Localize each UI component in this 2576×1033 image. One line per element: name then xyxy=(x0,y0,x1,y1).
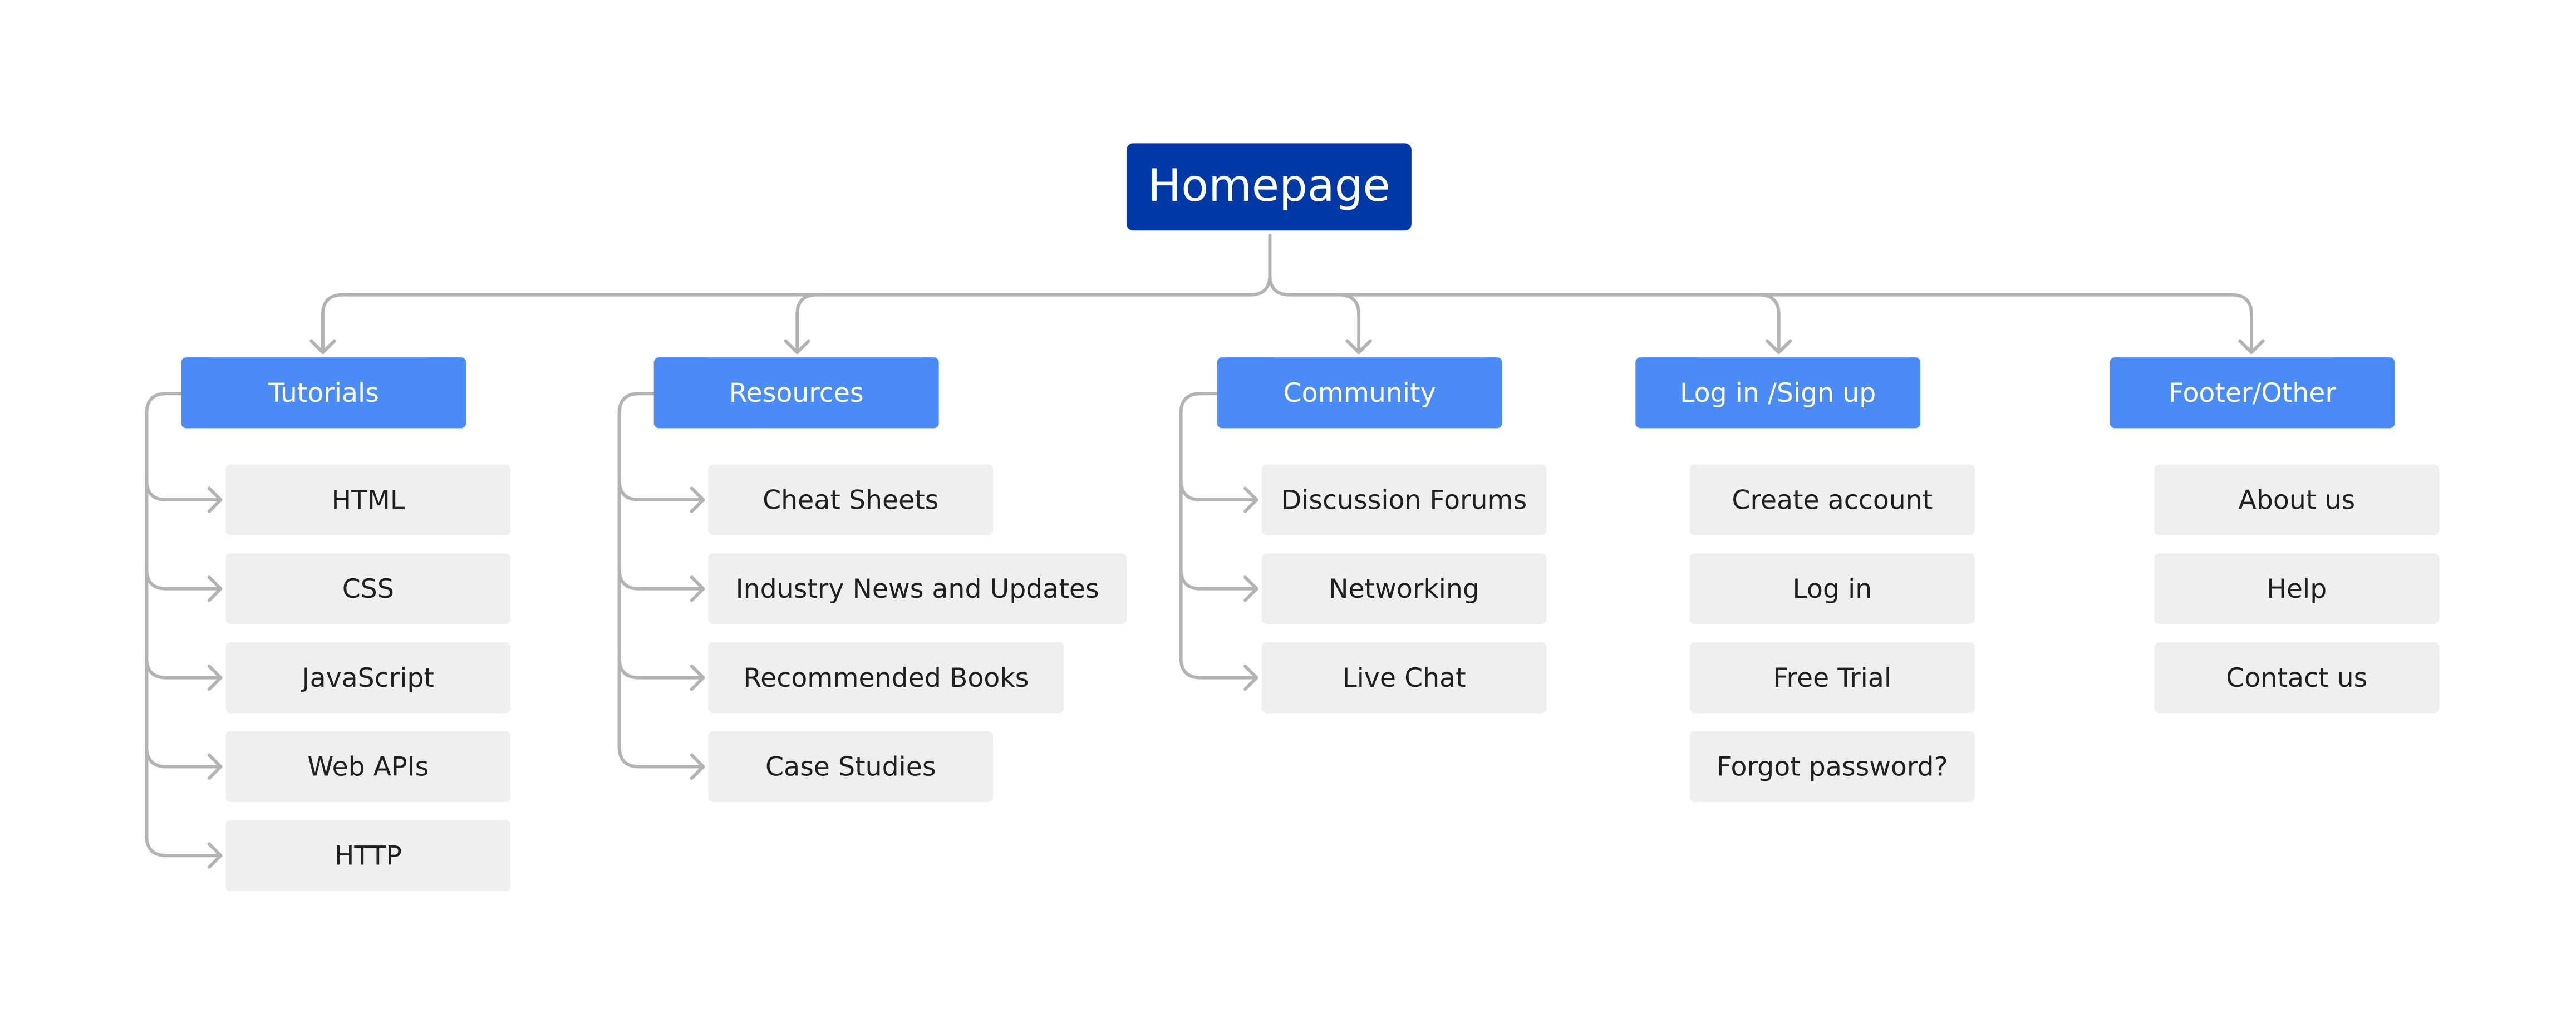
branch-arm-1-1 xyxy=(617,567,705,591)
item-web-apis[interactable]: Web APIs xyxy=(225,731,511,803)
branch-arrowhead-1-2 xyxy=(690,664,705,691)
item-create-account[interactable]: Create account xyxy=(1689,464,1975,535)
branch-arm-1-0 xyxy=(617,478,705,502)
item-free-trial[interactable]: Free Trial xyxy=(1689,642,1975,714)
branch-arrowhead-1-0 xyxy=(690,486,705,513)
item-log-in[interactable]: Log in xyxy=(1689,553,1975,624)
category-tutorials[interactable]: Tutorials xyxy=(181,357,466,429)
item-live-chat[interactable]: Live Chat xyxy=(1261,642,1547,714)
item-industry-news[interactable]: Industry News and Updates xyxy=(708,553,1127,624)
connector-drop-0 xyxy=(321,293,345,355)
item-help[interactable]: Help xyxy=(2154,553,2440,624)
item-discussion-forums[interactable]: Discussion Forums xyxy=(1261,464,1547,535)
item-case-studies[interactable]: Case Studies xyxy=(708,731,994,803)
category-community[interactable]: Community xyxy=(1217,357,1502,429)
branch-spine-1 xyxy=(617,392,656,749)
category-resources[interactable]: Resources xyxy=(653,357,939,429)
category-footer-other[interactable]: Footer/Other xyxy=(2110,357,2395,429)
branch-arrowhead-2-1 xyxy=(1243,575,1258,602)
category-login-signup[interactable]: Log in /Sign up xyxy=(1635,357,1921,429)
branch-arm-1-3 xyxy=(617,745,705,769)
item-css[interactable]: CSS xyxy=(225,553,511,624)
item-networking[interactable]: Networking xyxy=(1261,553,1547,624)
item-contact-us[interactable]: Contact us xyxy=(2154,642,2440,714)
branch-arrowhead-2-0 xyxy=(1243,486,1258,513)
branch-arrowhead-2-2 xyxy=(1243,664,1258,691)
branch-arm-0-4 xyxy=(145,834,223,858)
item-recommended-books[interactable]: Recommended Books xyxy=(708,642,1064,714)
item-http[interactable]: HTTP xyxy=(225,820,511,891)
branch-arrowhead-0-2 xyxy=(207,664,223,691)
branch-arrowhead-0-1 xyxy=(207,575,223,602)
branch-arm-0-3 xyxy=(145,745,223,769)
branch-arrowhead-0-3 xyxy=(207,753,223,780)
connector-arrowhead-0 xyxy=(309,339,336,355)
connector-arrowhead-1 xyxy=(784,339,810,355)
branch-arm-0-0 xyxy=(145,478,223,502)
item-cheat-sheets[interactable]: Cheat Sheets xyxy=(708,464,994,535)
branch-arm-0-2 xyxy=(145,656,223,680)
branch-arrowhead-1-1 xyxy=(690,575,705,602)
item-javascript[interactable]: JavaScript xyxy=(225,642,511,714)
item-forgot-password[interactable]: Forgot password? xyxy=(1689,731,1975,803)
connector-drop-1 xyxy=(795,293,819,355)
connector-drop-4 xyxy=(2230,293,2253,355)
branch-spine-0 xyxy=(145,392,183,838)
branch-spine-2 xyxy=(1179,392,1219,660)
homepage-node[interactable]: Homepage xyxy=(1126,143,1412,231)
branch-arrowhead-1-3 xyxy=(690,753,705,780)
branch-arm-2-2 xyxy=(1179,656,1258,680)
item-html[interactable]: HTML xyxy=(225,464,511,535)
connector-bus-right xyxy=(1268,273,2234,297)
connector-arrowhead-4 xyxy=(2238,339,2265,355)
connector-bus-left xyxy=(341,234,1272,297)
branch-arm-2-0 xyxy=(1179,478,1258,502)
branch-arm-1-2 xyxy=(617,656,705,680)
connector-arrowhead-3 xyxy=(1766,339,1792,355)
connector-drop-3 xyxy=(1757,293,1781,355)
branch-arrowhead-0-0 xyxy=(207,486,223,513)
connector-drop-2 xyxy=(1337,293,1361,355)
connector-arrowhead-2 xyxy=(1345,339,1372,355)
branch-arrowhead-0-4 xyxy=(207,842,223,869)
branch-arm-0-1 xyxy=(145,567,223,591)
item-about-us[interactable]: About us xyxy=(2154,464,2440,535)
branch-arm-2-1 xyxy=(1179,567,1258,591)
